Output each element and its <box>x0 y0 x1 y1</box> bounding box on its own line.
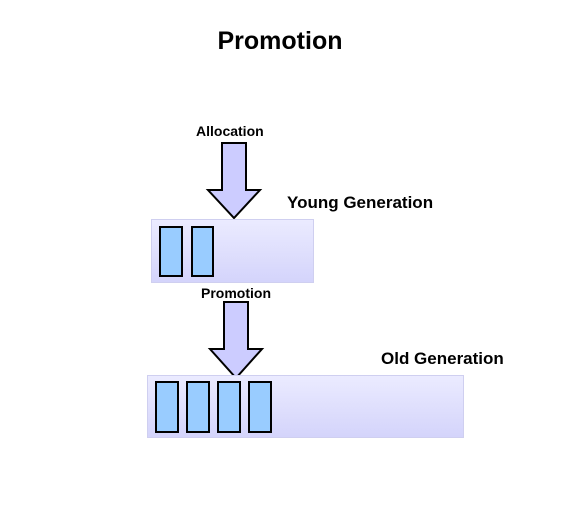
old-generation-region <box>147 375 464 438</box>
young-object-block <box>191 226 214 277</box>
old-object-block <box>248 381 272 433</box>
allocation-label: Allocation <box>196 123 264 139</box>
young-generation-region <box>151 219 314 283</box>
old-generation-label: Old Generation <box>381 349 504 368</box>
promotion-arrow-icon <box>207 301 265 380</box>
young-generation-label: Young Generation <box>287 193 434 212</box>
old-object-block <box>217 381 241 433</box>
allocation-arrow-icon <box>205 142 263 220</box>
old-object-block <box>155 381 179 433</box>
young-object-block <box>159 226 183 277</box>
old-object-block <box>186 381 210 433</box>
diagram-title: Promotion <box>217 27 343 55</box>
promotion-label: Promotion <box>201 285 271 301</box>
